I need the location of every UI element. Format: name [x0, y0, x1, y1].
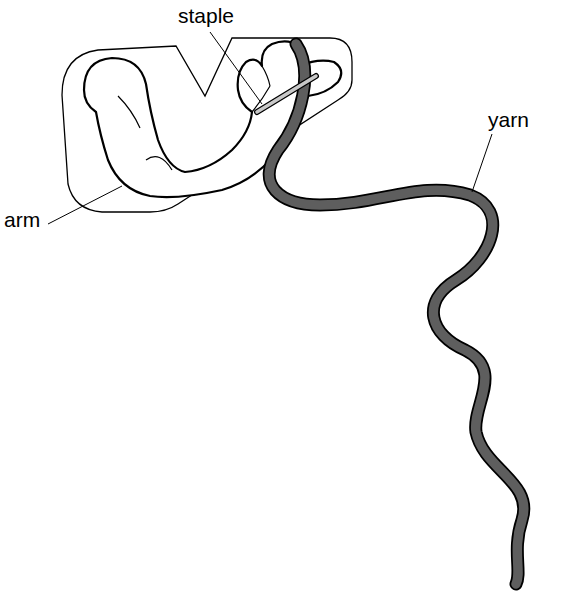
- hand-detail: [262, 66, 270, 86]
- arm-detail: [146, 157, 172, 170]
- part-label: yarn: [486, 108, 531, 131]
- staple-outline: [257, 76, 316, 112]
- yarn: [269, 44, 524, 584]
- yarn-outline: [269, 44, 524, 584]
- arm-detail: [118, 96, 140, 128]
- leader-line: [472, 134, 492, 192]
- part-label: staple: [176, 4, 236, 27]
- part-label: arm: [2, 208, 42, 231]
- leader-line: [210, 32, 262, 104]
- leader-line: [48, 186, 122, 224]
- staple: [257, 76, 316, 112]
